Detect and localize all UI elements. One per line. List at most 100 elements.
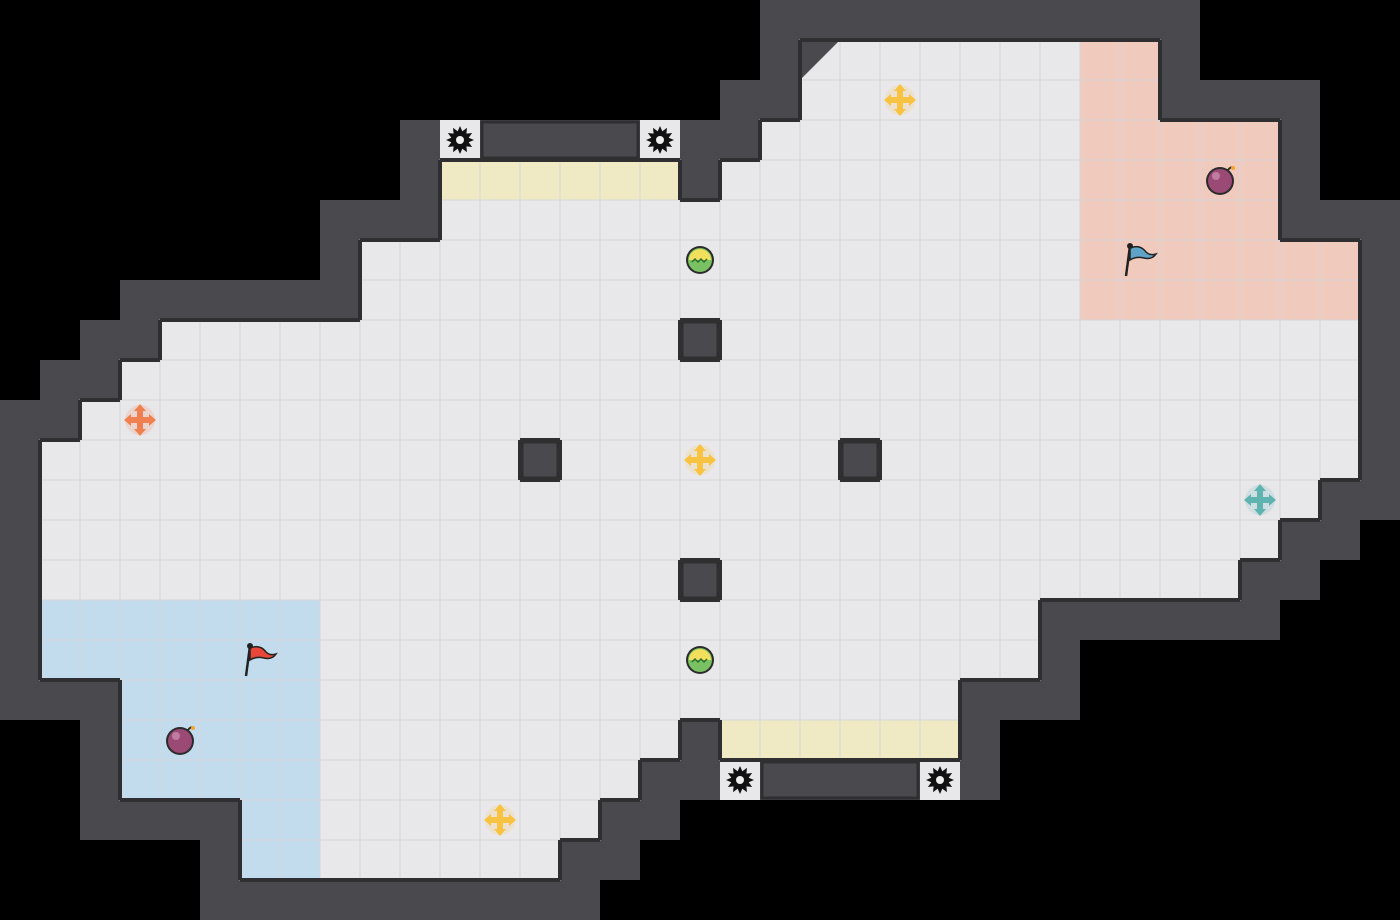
floor-tile (239, 439, 281, 481)
floor-tile (559, 439, 601, 481)
team-bases (39, 39, 1361, 881)
floor-tile (719, 479, 761, 521)
floor-tile (879, 359, 921, 401)
floor-tile (599, 319, 641, 361)
floor-tile (839, 639, 881, 681)
floor-tile (679, 399, 721, 441)
floor-tile (999, 319, 1041, 361)
floor-tile (319, 839, 361, 881)
floor-tile (119, 559, 161, 601)
floor-tile (999, 399, 1041, 441)
bomb-icon (160, 720, 200, 760)
red-base-tile (239, 679, 281, 721)
floor-tile (1279, 319, 1321, 361)
floor-tile (79, 519, 121, 561)
red-base-tile (239, 759, 281, 801)
floor-tile (1039, 399, 1081, 441)
red-base-tile (79, 599, 121, 641)
wall-edges (38, 38, 1362, 882)
gate-icon (680, 240, 720, 280)
floor-tile (359, 639, 401, 681)
floor-tile (1239, 359, 1281, 401)
floor-tile (839, 399, 881, 441)
floor-tile (999, 79, 1041, 121)
floor-tile (439, 199, 481, 241)
floor-tile (879, 319, 921, 361)
floor-tile (559, 559, 601, 601)
diagonal-wall (800, 40, 840, 80)
blue-base-tile (1079, 39, 1121, 81)
floor-tile (479, 559, 521, 601)
red-base-tile (119, 759, 161, 801)
floor-tile (1039, 119, 1081, 161)
floor-tile (799, 199, 841, 241)
floor-tile (999, 559, 1041, 601)
boost-neutral-icon (480, 800, 520, 840)
floor-tile (1039, 159, 1081, 201)
floor-tile (1119, 319, 1161, 361)
floor-tile (639, 559, 681, 601)
floor-tile (1279, 399, 1321, 441)
floor-tile (239, 479, 281, 521)
red-base-tile (279, 639, 321, 681)
floor-tile (479, 719, 521, 761)
speed-pad-tile (919, 719, 961, 761)
floor-tile (559, 679, 601, 721)
red-base-tile (199, 599, 241, 641)
floor-tile (1119, 359, 1161, 401)
red-base-tile (199, 719, 241, 761)
speed-pad-tile (799, 719, 841, 761)
blue-base-tile (1119, 79, 1161, 121)
floor-tile (719, 519, 761, 561)
floor-tile (199, 439, 241, 481)
speed-pads (439, 159, 961, 761)
floor-tile (639, 279, 681, 321)
floor-tile (639, 319, 681, 361)
floor-tile (679, 359, 721, 401)
floor-tile (359, 479, 401, 521)
floor-tile (599, 239, 641, 281)
blue-base-tile (1239, 199, 1281, 241)
floor-tile (359, 359, 401, 401)
speed-pad-tile (559, 159, 601, 201)
floor-tile (479, 479, 521, 521)
floor-tile (799, 119, 841, 161)
red-base-tile (159, 759, 201, 801)
floor-tile (479, 439, 521, 481)
speed-pad-tile (599, 159, 641, 201)
floor-tile (879, 399, 921, 441)
floor-tile (319, 599, 361, 641)
floor-tile (479, 679, 521, 721)
floor-tile (399, 799, 441, 841)
floor-tile (279, 519, 321, 561)
floor-tile (959, 279, 1001, 321)
floor-tile (639, 359, 681, 401)
red-base-tile (279, 599, 321, 641)
floor-tile (799, 639, 841, 681)
blue-base-tile (1239, 279, 1281, 321)
floor-tile (1039, 359, 1081, 401)
bomb-icon (1200, 160, 1240, 200)
boost-red-icon (120, 400, 160, 440)
floor-tile (1319, 439, 1361, 481)
floor-tile (879, 119, 921, 161)
wall-pillar (680, 560, 720, 600)
floor-tile (599, 199, 641, 241)
spike-icon (720, 760, 760, 800)
floor-tile (919, 279, 961, 321)
floor-tile (1079, 479, 1121, 521)
floor-tile (559, 359, 601, 401)
floor-tile (439, 759, 481, 801)
floor-tile (879, 479, 921, 521)
floor-tile (719, 359, 761, 401)
floor-tile (1159, 479, 1201, 521)
red-base-tile (279, 839, 321, 881)
floor-tile (839, 359, 881, 401)
floor-tile (1199, 559, 1241, 601)
floor-tile (79, 479, 121, 521)
floor-tile (639, 479, 681, 521)
floor-tile (959, 559, 1001, 601)
floor-tile (959, 39, 1001, 81)
floor-tile (959, 639, 1001, 681)
